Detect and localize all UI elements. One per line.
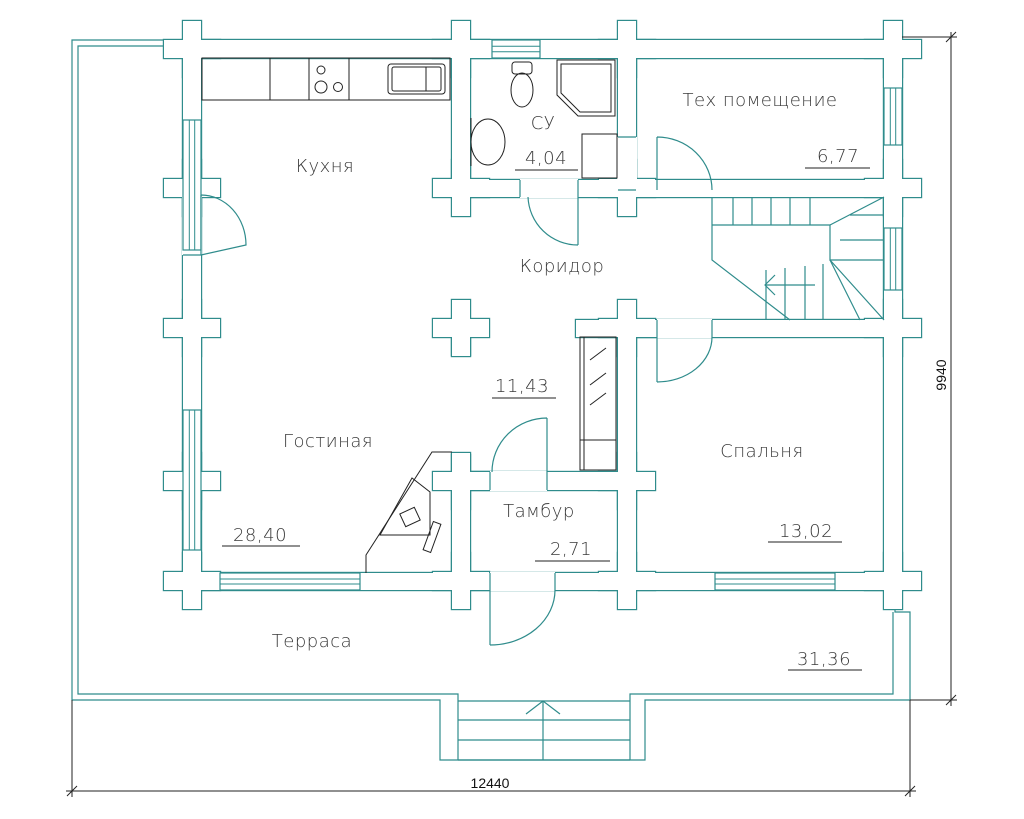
dimension-width: 12440 [66, 700, 916, 797]
window [182, 119, 202, 251]
wall-segment [618, 21, 636, 77]
dimension-height-label: 9940 [933, 359, 949, 390]
wall-segment [636, 180, 884, 197]
room-area-terrace: 31,36 [797, 649, 851, 670]
door-opening [490, 471, 547, 491]
dimension-height: 9940 [902, 31, 957, 706]
wall-segment [183, 553, 201, 609]
wardrobe [579, 336, 617, 471]
window [219, 572, 361, 591]
window [491, 39, 541, 59]
door-opening [617, 137, 637, 190]
fireplace [365, 451, 452, 573]
room-area-corridor: 11,43 [495, 376, 549, 397]
tech-room-door [656, 136, 713, 191]
room-name-living-room: Гостиная [283, 431, 373, 452]
terrace-outline [71, 39, 911, 761]
dimension-width-label: 12440 [471, 775, 510, 791]
door-opening [520, 179, 578, 198]
entrance-door [489, 589, 556, 646]
window [883, 227, 903, 291]
kitchen-door [200, 194, 247, 256]
window [883, 87, 903, 146]
entrance-stairs [458, 700, 630, 761]
room-area-living-room: 28,40 [233, 525, 287, 546]
room-area-bathroom: 4,04 [525, 148, 567, 169]
wall-segment [452, 160, 470, 216]
area-underlines [222, 167, 870, 671]
door-opening [657, 319, 712, 338]
room-name-tech-room: Тех помещение [682, 90, 837, 111]
wall-segment [452, 40, 470, 197]
room-name-bedroom: Спальня [720, 441, 803, 462]
washing-machine-icon [581, 133, 618, 179]
wall-segment [618, 453, 636, 509]
room-name-vestibule: Тамбур [503, 501, 575, 522]
windows [182, 39, 903, 591]
wall-segment [183, 40, 902, 58]
kitchen-counter [201, 57, 451, 101]
wall-segment [452, 553, 470, 609]
wall-segment [452, 453, 470, 509]
wall-segment [183, 300, 201, 356]
shower-icon [556, 59, 616, 117]
room-area-bedroom: 13,02 [779, 521, 833, 542]
wall-segment [452, 300, 470, 356]
bedroom-door [656, 336, 713, 383]
wall-segment [884, 160, 902, 216]
room-area-vestibule: 2,71 [550, 539, 592, 560]
wall-segment [618, 300, 636, 356]
door-opening [490, 572, 555, 591]
wall-segment [183, 21, 201, 77]
sink-icon [387, 63, 446, 95]
vestibule-door [491, 417, 548, 473]
wall-segment [452, 21, 470, 77]
room-name-bathroom: СУ [531, 113, 556, 134]
interior-stairs [711, 196, 885, 321]
washbasin-icon [470, 118, 506, 166]
doors [200, 136, 713, 646]
window [182, 409, 202, 551]
wall-segment [884, 300, 902, 356]
bathroom-fixtures [470, 59, 618, 179]
window [714, 572, 836, 591]
wall-segment [618, 553, 636, 609]
wall-segment [884, 553, 902, 609]
room-area-tech-room: 6,77 [817, 146, 859, 167]
toilet-icon [510, 72, 534, 108]
bathroom-door [527, 196, 579, 246]
room-name-terrace: Терраса [272, 631, 352, 652]
wall-segment [884, 21, 902, 77]
room-name-corridor: Коридор [520, 256, 605, 277]
room-name-kitchen: Кухня [296, 156, 354, 177]
